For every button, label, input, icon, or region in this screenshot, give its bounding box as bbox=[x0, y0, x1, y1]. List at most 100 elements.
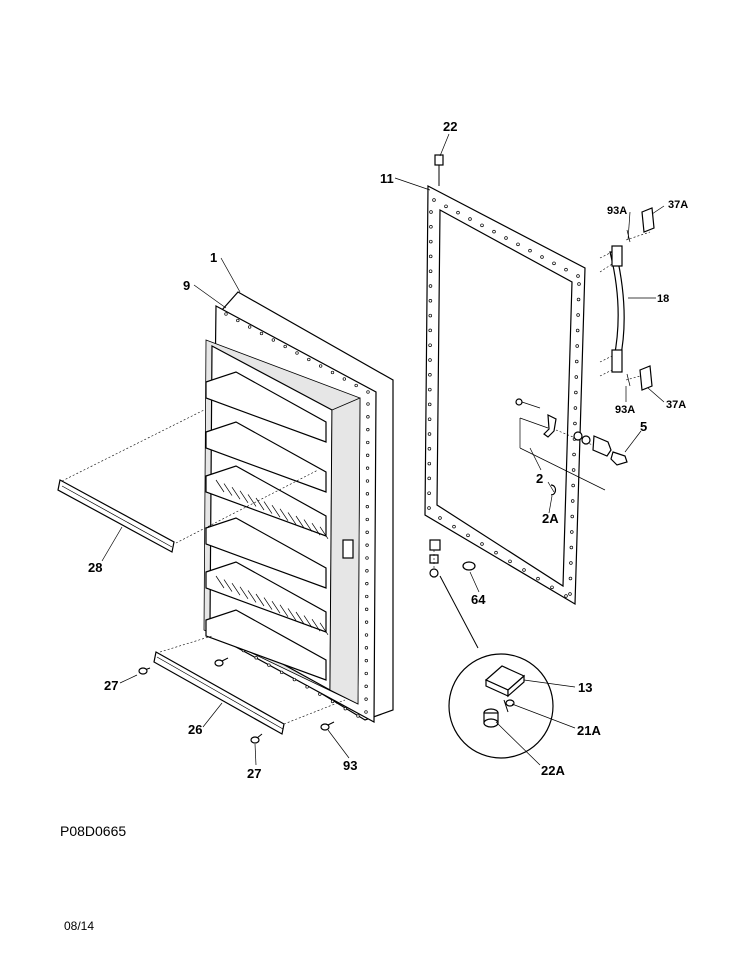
callout-1: 1 bbox=[210, 250, 217, 265]
frame-hole bbox=[480, 542, 484, 546]
frame-hole bbox=[452, 524, 456, 529]
liner-hole bbox=[364, 659, 368, 663]
door-bin bbox=[205, 371, 327, 443]
liner-hole bbox=[354, 383, 358, 388]
liner-hole bbox=[254, 656, 258, 660]
liner-hole bbox=[343, 707, 347, 711]
callout-93: 93 bbox=[343, 758, 357, 773]
liner-hole bbox=[271, 338, 275, 342]
frame-hole bbox=[568, 576, 573, 581]
callout-21A: 21A bbox=[577, 723, 601, 738]
liner-hole bbox=[330, 370, 335, 375]
frame-hole bbox=[574, 390, 578, 395]
door-shelves bbox=[205, 371, 329, 681]
frame-hole bbox=[428, 254, 433, 259]
door-bin bbox=[205, 609, 327, 681]
callout-93A-top: 93A bbox=[607, 205, 627, 217]
shelf-wire bbox=[247, 494, 257, 507]
lower-hinge-bracket bbox=[429, 539, 476, 578]
callout-26: 26 bbox=[188, 722, 202, 737]
frame-hole bbox=[429, 239, 433, 244]
liner-hole bbox=[364, 697, 368, 701]
liner-hole bbox=[318, 692, 322, 696]
liner-hole bbox=[307, 357, 311, 362]
frame-hole bbox=[429, 225, 433, 229]
frame-hole bbox=[427, 461, 432, 466]
liner-hole bbox=[365, 466, 370, 470]
frame-hole bbox=[480, 223, 484, 228]
shelf-wire bbox=[255, 497, 265, 511]
liner-hole bbox=[305, 685, 309, 689]
liner-hole bbox=[366, 440, 370, 445]
frame-hole bbox=[568, 592, 572, 596]
door-handle bbox=[599, 207, 655, 391]
frame-hole bbox=[428, 269, 433, 273]
frame-hole bbox=[427, 476, 431, 481]
shelf-wire bbox=[319, 622, 329, 635]
frame-hole bbox=[466, 533, 470, 538]
liner-hole bbox=[224, 312, 228, 316]
liner-hole bbox=[366, 415, 370, 419]
liner-hole bbox=[364, 710, 368, 714]
shelf-wire bbox=[311, 619, 321, 632]
liner-hole bbox=[364, 684, 368, 688]
callout-27-bottom: 27 bbox=[247, 766, 261, 781]
frame-hole bbox=[444, 204, 448, 209]
callout-22: 22 bbox=[443, 119, 457, 134]
callout-22A: 22A bbox=[541, 763, 565, 778]
detail-magnifier bbox=[439, 575, 576, 766]
liner-hole bbox=[365, 569, 369, 573]
diagram-date-code: 08/14 bbox=[64, 919, 95, 933]
frame-hole bbox=[427, 417, 432, 421]
frame-hole bbox=[571, 468, 576, 472]
callout-2: 2 bbox=[536, 471, 543, 486]
door-frame-holes bbox=[427, 198, 581, 598]
liner-hole bbox=[366, 453, 370, 457]
frame-hole bbox=[552, 261, 556, 266]
door-bin bbox=[205, 517, 327, 589]
liner-hole bbox=[248, 325, 252, 329]
liner-hole bbox=[365, 530, 369, 534]
leader-lines bbox=[101, 133, 665, 766]
screw-27-bottom bbox=[250, 733, 263, 744]
callout-2A: 2A bbox=[542, 511, 559, 526]
callout-13: 13 bbox=[578, 680, 592, 695]
frame-hole bbox=[564, 267, 568, 272]
door-bin bbox=[205, 465, 327, 537]
shelf-wire bbox=[215, 575, 225, 589]
liner-hole bbox=[356, 714, 360, 718]
frame-hole bbox=[427, 402, 432, 407]
door-bin bbox=[205, 561, 327, 633]
shelf-wire bbox=[247, 590, 257, 603]
shelf-wire bbox=[223, 579, 233, 592]
shelf-wire bbox=[271, 601, 281, 614]
liner-hole bbox=[365, 556, 369, 560]
frame-hole bbox=[569, 545, 574, 550]
outer-door-panel bbox=[424, 154, 586, 606]
liner-hole bbox=[365, 543, 369, 547]
shelf-wire bbox=[287, 512, 297, 525]
frame-hole bbox=[428, 343, 432, 347]
shelf-wire bbox=[231, 487, 241, 500]
shelf-wire bbox=[295, 611, 305, 625]
frame-hole bbox=[575, 328, 580, 333]
shelf-wire bbox=[263, 501, 273, 514]
frame-hole bbox=[576, 313, 580, 317]
frame-hole bbox=[427, 432, 432, 436]
door-bin bbox=[205, 421, 327, 493]
shelf-wire bbox=[231, 583, 241, 596]
frame-hole bbox=[428, 328, 432, 333]
callout-18: 18 bbox=[657, 293, 669, 305]
shelf-wire bbox=[287, 608, 297, 621]
shelf-wire bbox=[215, 479, 225, 493]
frame-hole bbox=[572, 452, 576, 457]
shelf-wire bbox=[311, 523, 321, 536]
liner-hole bbox=[279, 670, 284, 675]
liner-hole bbox=[366, 428, 370, 432]
frame-hole bbox=[550, 585, 554, 590]
diagram-id-code: P08D0665 bbox=[60, 823, 127, 839]
frame-hole bbox=[577, 282, 581, 286]
frame-hole bbox=[564, 594, 568, 598]
shelf-wire bbox=[319, 526, 329, 539]
shelf-wire bbox=[295, 515, 305, 529]
